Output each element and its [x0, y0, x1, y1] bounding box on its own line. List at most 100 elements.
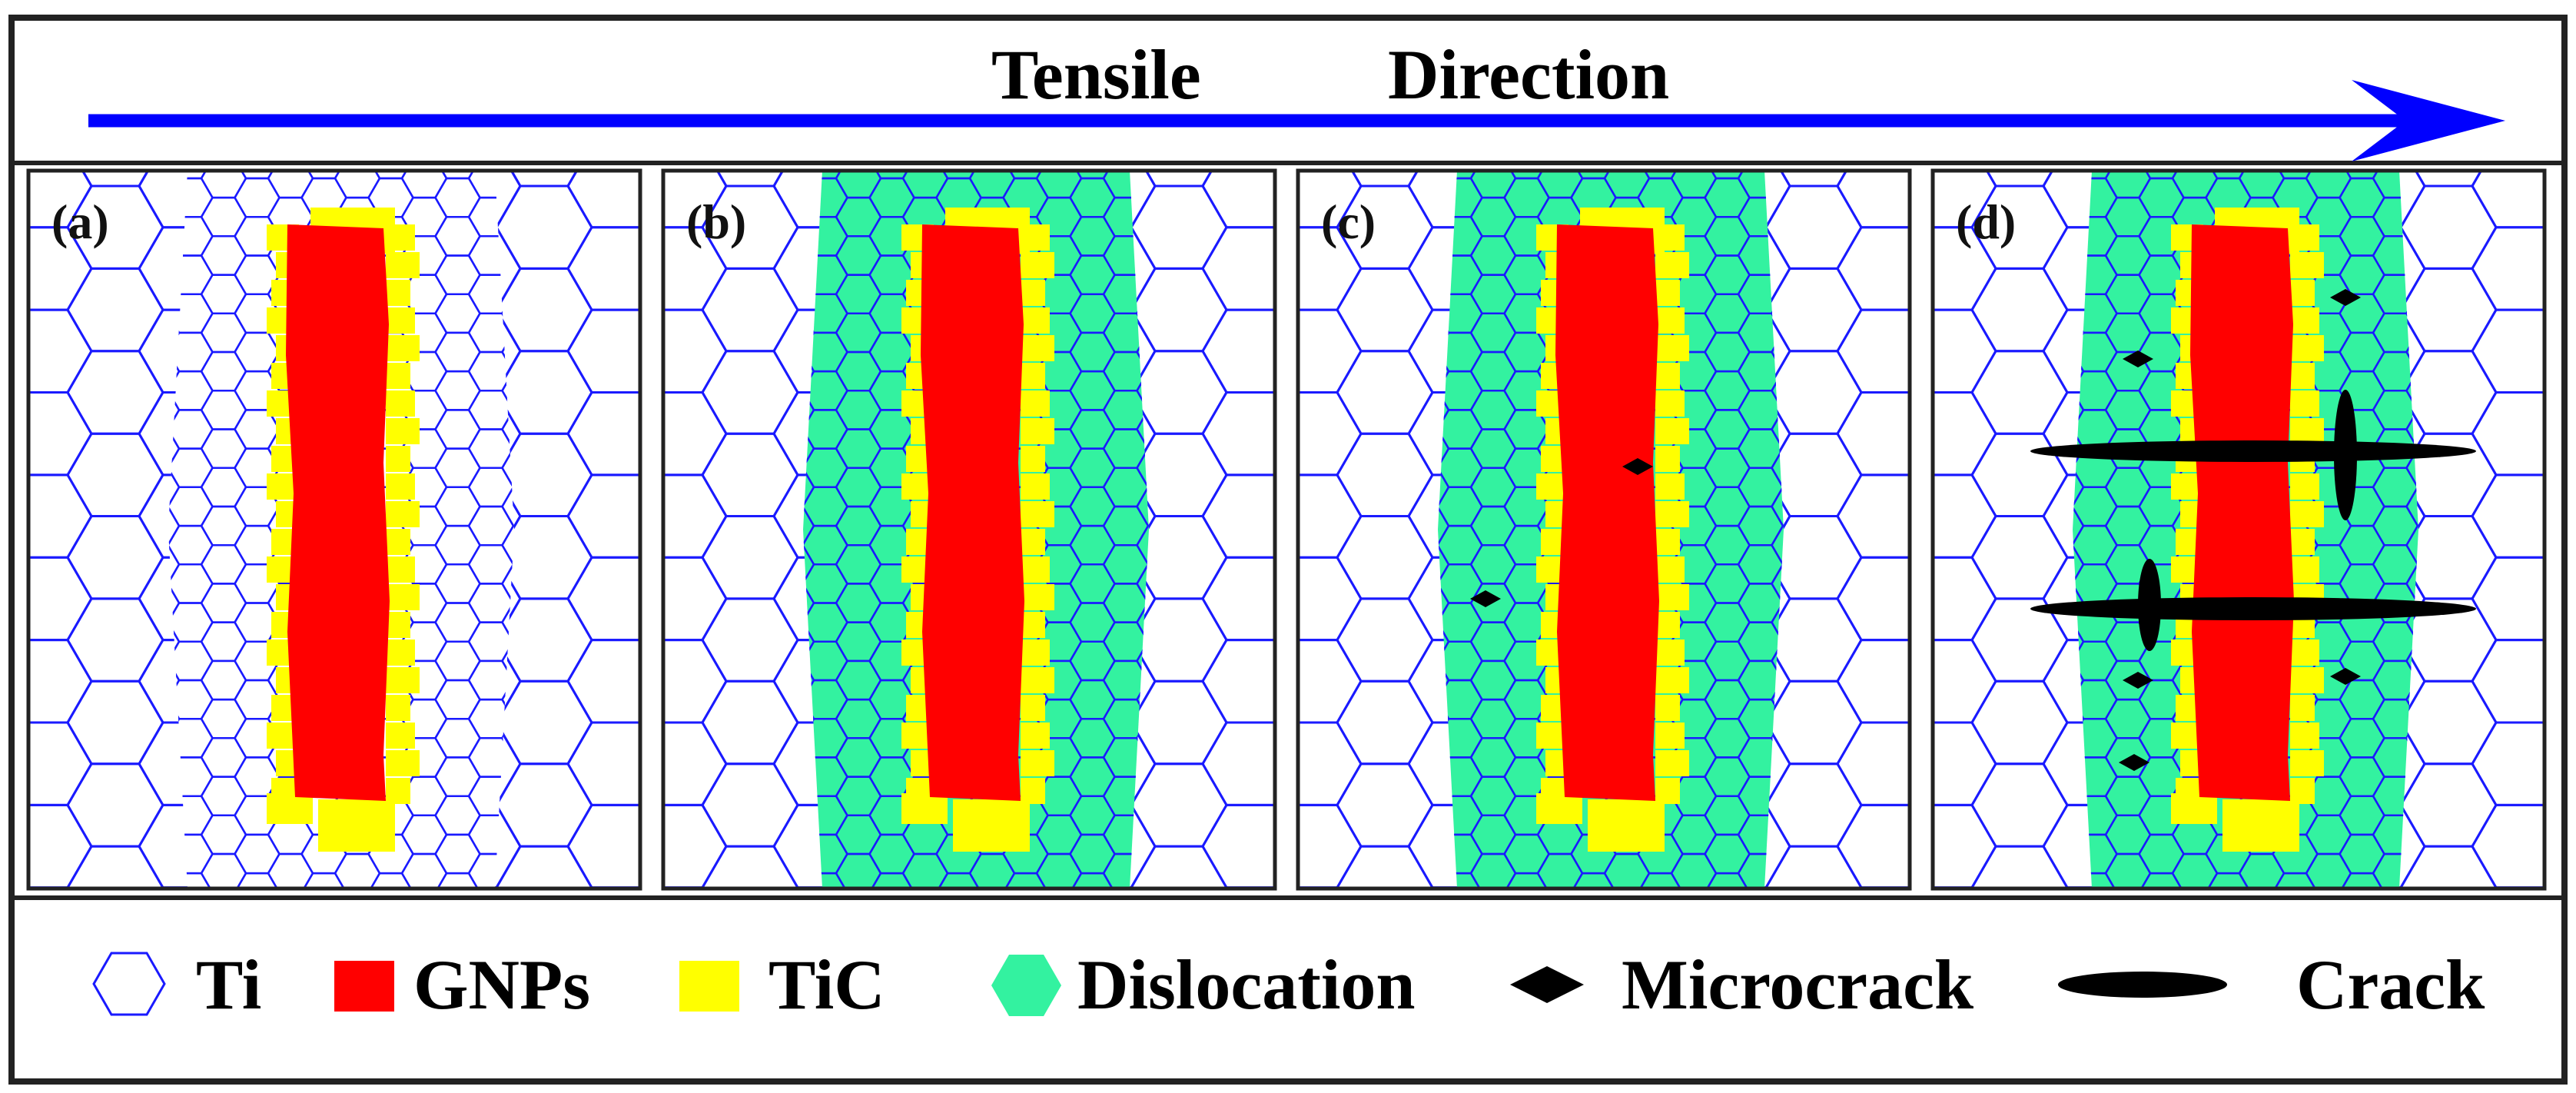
panel-label: (a) — [51, 194, 109, 249]
tic-bottom-cap — [318, 799, 395, 852]
dislocation-cell — [1371, 873, 1416, 912]
dislocation-cell — [1771, 563, 1784, 604]
tic-right-block — [1655, 640, 1685, 666]
tic-right-block — [1021, 529, 1045, 555]
fine-grain — [501, 563, 514, 604]
dislocation-cell — [2405, 370, 2418, 411]
tic-right-block — [1021, 695, 1045, 721]
dislocation-cell — [1771, 293, 1784, 334]
ti-grain — [66, 267, 164, 353]
gnps-swatch-icon — [334, 961, 394, 1012]
ti-grain — [631, 62, 726, 145]
dislocation-cell — [1136, 563, 1149, 604]
dislocation-cell — [1136, 486, 1149, 527]
dislocation-cell — [2073, 235, 2085, 276]
fine-grain — [101, 410, 146, 448]
ti-grain — [1970, 267, 2069, 353]
crack — [2334, 390, 2357, 520]
ti-grain — [1130, 679, 1228, 766]
ti-grain — [2542, 306, 2544, 314]
ti-grain — [701, 350, 799, 435]
ti-grain — [1336, 432, 1434, 517]
ti-grain — [2399, 267, 2498, 353]
dislocation-cell — [736, 294, 781, 333]
tic-right-block — [386, 750, 420, 776]
fine-grain — [101, 719, 146, 757]
ti-grain — [566, 639, 640, 724]
tic-left-block — [906, 778, 934, 804]
ti-grain — [495, 597, 593, 683]
ti-grain — [2471, 391, 2544, 477]
panel-frame — [661, 168, 1277, 891]
ti-grain — [2544, 104, 2576, 186]
tic-right-block — [1655, 667, 1689, 693]
dislocation-cell — [736, 256, 781, 294]
tic-right-block — [1021, 252, 1054, 278]
ti-grain — [282, 62, 377, 145]
ti-grain — [1836, 639, 1910, 724]
fine-grain — [501, 370, 514, 411]
ti-grain — [1130, 762, 1228, 848]
ti-grain — [1201, 391, 1275, 477]
ti-grain — [2542, 553, 2544, 561]
tic-right-block — [1021, 750, 1054, 776]
fine-grain — [101, 835, 146, 873]
tic-left-block — [271, 778, 299, 804]
panel-d: (d) — [1930, 104, 2576, 891]
fine-grain — [168, 737, 181, 778]
fine-grain — [501, 331, 514, 373]
title-tensile: Tensile — [991, 35, 1201, 114]
ti-grain — [663, 639, 728, 724]
gnp-sheet — [1555, 224, 1659, 801]
panel-frame — [1296, 168, 1912, 891]
legend-crack: Crack — [2058, 945, 2485, 1024]
tic-right-block — [386, 252, 420, 278]
crack-icon — [2058, 972, 2227, 998]
dislocation-cell — [736, 835, 781, 873]
tic-right-block — [1655, 695, 1680, 721]
fine-grain — [168, 274, 181, 315]
dislocation-cell — [1771, 602, 1784, 643]
dislocation-cell — [803, 390, 815, 430]
legend-dislocation-label: Dislocation — [1077, 945, 1416, 1024]
tic-right-block — [1655, 750, 1689, 776]
legend: Ti GNPs TiC Dislocation Microcrack Crack — [92, 945, 2485, 1024]
tic-right-block — [1655, 307, 1685, 334]
tic-right-block — [386, 307, 415, 334]
dislocation-cell — [1438, 737, 1450, 778]
ti-grain — [1201, 803, 1275, 889]
tic-left-block — [1541, 778, 1569, 804]
dislocation-cell — [1371, 217, 1416, 255]
tic-right-block — [386, 695, 410, 721]
ti-grain — [495, 350, 593, 435]
dislocation-cell — [1771, 717, 1784, 759]
ti-grain — [66, 432, 164, 517]
tic-right-block — [386, 778, 410, 804]
microcrack — [2123, 672, 2153, 689]
ti-grain — [663, 803, 728, 889]
tic-right-block — [386, 640, 415, 666]
ti-grain — [1933, 556, 1997, 642]
dislocation-cell — [1136, 524, 1149, 566]
ti-grain — [2542, 801, 2544, 809]
dislocation-cell — [1136, 640, 1149, 682]
fine-grain — [501, 640, 514, 682]
dislocation-cell — [1771, 524, 1784, 566]
outer-frame — [8, 15, 2568, 1085]
fine-grain — [501, 524, 514, 566]
tic-right-block — [386, 529, 410, 555]
dislocation-cell — [2405, 872, 2418, 889]
dislocation-cell — [1371, 642, 1416, 680]
tic-right-block — [1655, 501, 1689, 527]
dislocation-cell — [803, 659, 815, 701]
dislocation-cell — [736, 873, 781, 912]
tic-left-block — [2176, 778, 2203, 804]
microcrack — [2330, 668, 2361, 685]
ti-grain — [701, 762, 799, 848]
ti-grain — [1970, 432, 2069, 517]
dislocation-cell — [1371, 256, 1416, 294]
ti-grain — [1201, 171, 1275, 229]
ti-grain — [1933, 803, 1997, 889]
ti-grain — [2399, 762, 2498, 848]
dislocation-cell — [2006, 680, 2050, 719]
